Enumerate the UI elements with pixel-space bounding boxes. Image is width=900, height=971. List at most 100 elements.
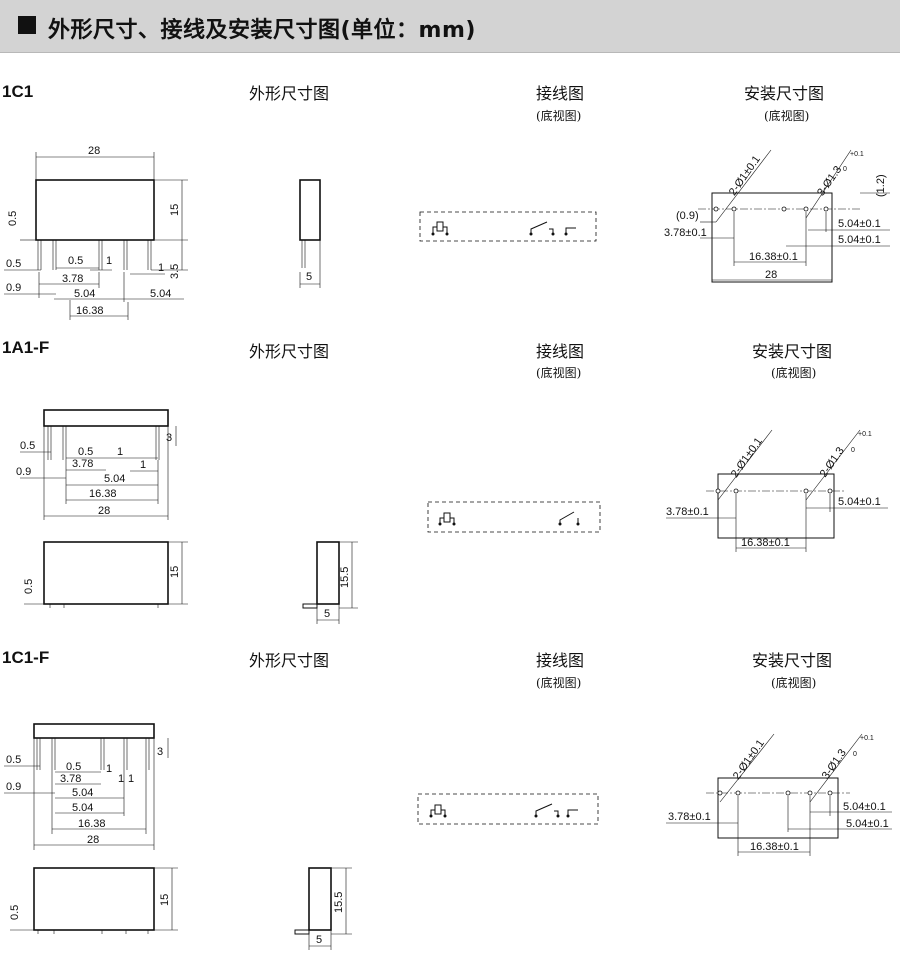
caption-bottom-view: (底视图) <box>536 366 582 380</box>
dim-side-height: 15.5 <box>333 892 345 913</box>
caption-mounting: 安装尺寸图 <box>752 342 833 361</box>
hole-b-tol-up: +0.1 <box>860 735 874 742</box>
side-view-1c1f: 15.5 5 <box>294 867 352 950</box>
side-view-1a1f: 15.5 5 <box>302 541 358 624</box>
caption-bottom-view: (底视图) <box>764 109 810 123</box>
caption-outline: 外形尺寸图 <box>249 84 330 103</box>
caption-bottom-view: (底视图) <box>771 366 817 380</box>
wiring-diagram-1c1 <box>419 211 597 242</box>
dim-1b: 1 <box>118 773 124 785</box>
caption-mounting: 安装尺寸图 <box>744 84 825 103</box>
dim-378: 3.78±0.1 <box>664 227 707 239</box>
dim-504: 5.04±0.1 <box>838 496 881 508</box>
dim-1638: 16.38±0.1 <box>741 537 790 549</box>
top-view-1a1f: 3 0.5 0.5 1 1 3.78 0.9 5.04 16.38 28 <box>16 409 177 520</box>
caption-wiring: 接线图 <box>536 342 585 361</box>
caption-mounting: 安装尺寸图 <box>752 651 833 670</box>
dim-09: 0.9 <box>6 282 21 294</box>
caption-outline: 外形尺寸图 <box>249 342 330 361</box>
dim-378: 3.78 <box>62 273 83 285</box>
dim-1638: 16.38±0.1 <box>749 251 798 263</box>
dim-05b: 0.5 <box>68 255 83 267</box>
dim-1c: 1 <box>128 773 134 785</box>
dim-height: 15 <box>169 566 181 578</box>
dim-1b: 1 <box>140 459 146 471</box>
mounting-diagram-1c1: 2-Ø1±0.1 3-Ø1.3 +0.1 0 (0.9) 3.78±0.1 (1… <box>664 149 890 283</box>
dim-504b: 5.04 <box>150 288 171 300</box>
caption-wiring: 接线图 <box>536 84 585 103</box>
dim-05: 0.5 <box>20 440 35 452</box>
dim-504a: 5.04 <box>74 288 95 300</box>
dim-504: 5.04 <box>104 473 125 485</box>
hole-b-label: 3-Ø1.3 <box>820 747 849 781</box>
dim-09: (0.9) <box>676 210 699 222</box>
hole-b-tol-up: +0.1 <box>850 151 864 158</box>
model-label-1a1f: 1A1-F <box>2 338 50 357</box>
dim-378: 3.78±0.1 <box>668 811 711 823</box>
hole-b-tol-dn: 0 <box>843 166 847 173</box>
dim-h05: 0.5 <box>9 905 21 920</box>
caption-bottom-view: (底视图) <box>771 676 817 690</box>
dim-height: 15 <box>159 894 171 906</box>
dim-width: 5 <box>306 271 312 283</box>
dim-504b: 5.04±0.1 <box>846 818 889 830</box>
dim-pin-length: 3.5 <box>169 264 181 279</box>
dim-1638: 16.38 <box>78 818 106 830</box>
dim-1638: 16.38 <box>89 488 117 500</box>
dim-504a: 5.04±0.1 <box>843 801 886 813</box>
caption-bottom-view: (底视图) <box>536 676 582 690</box>
dim-504a: 5.04±0.1 <box>838 218 881 230</box>
hole-b-tol-dn: 0 <box>853 751 857 758</box>
dim-length: 28 <box>88 145 100 157</box>
wiring-diagram-1a1f <box>427 501 601 533</box>
dim-width: 5 <box>324 608 330 620</box>
dim-3: 3 <box>157 746 163 758</box>
side-view-1c1: 5 <box>299 179 321 288</box>
dim-side-height: 15.5 <box>339 567 351 588</box>
square-bullet-icon <box>18 16 36 34</box>
dim-09: 0.9 <box>6 781 21 793</box>
front-view-1a1f: 15 0.5 <box>23 541 188 608</box>
dim-504b: 5.04 <box>72 802 93 814</box>
dim-05: 0.5 <box>6 754 21 766</box>
dim-1a: 1 <box>106 255 112 267</box>
mounting-diagram-1c1f: 2-Ø1±0.1 3-Ø1.3 +0.1 0 3.78±0.1 5.04±0.1… <box>666 733 892 856</box>
dim-pin-offset: 0.5 <box>7 211 19 226</box>
dim-1638: 16.38 <box>76 305 104 317</box>
dim-378: 3.78±0.1 <box>666 506 709 518</box>
dim-3: 3 <box>166 432 172 444</box>
dim-left-gap: 0.5 <box>6 258 21 270</box>
dim-1a: 1 <box>106 763 112 775</box>
dim-length: 28 <box>98 505 110 517</box>
dim-378: 3.78 <box>60 773 81 785</box>
hole-a-label: 2-Ø1±0.1 <box>729 436 765 480</box>
dim-1a: 1 <box>117 446 123 458</box>
section-header: 外形尺寸、接线及安装尺寸图(单位：mm) <box>0 0 900 53</box>
dim-05b: 0.5 <box>66 761 81 773</box>
hole-b-tol-dn: 0 <box>851 447 855 454</box>
caption-wiring: 接线图 <box>536 651 585 670</box>
top-view-1c1f: 3 0.5 0.5 1 1 1 3.78 0.9 5.04 5.04 16.38… <box>4 723 169 850</box>
dim-h05: 0.5 <box>23 579 35 594</box>
mounting-diagram-1a1f: 2-Ø1±0.1 2-Ø1.3 +0.1 0 3.78±0.1 5.04±0.1… <box>666 429 888 552</box>
dim-504b: 5.04±0.1 <box>838 234 881 246</box>
dim-09: 0.9 <box>16 466 31 478</box>
dim-length: 28 <box>765 269 777 281</box>
dim-1638: 16.38±0.1 <box>750 841 799 853</box>
dim-height: 15 <box>169 204 181 216</box>
hole-a-label: 2-Ø1±0.1 <box>727 154 763 198</box>
dim-05b: 0.5 <box>78 446 93 458</box>
front-view-1c1: 28 15 3.5 0.5 0.5 0.9 0.5 1 1 3.78 5.04 … <box>4 145 188 320</box>
dim-length: 28 <box>87 834 99 846</box>
caption-bottom-view: (底视图) <box>536 109 582 123</box>
dim-width: 5 <box>316 934 322 946</box>
wiring-diagram-1c1f <box>417 793 599 825</box>
hole-a-label: 2-Ø1±0.1 <box>731 738 767 782</box>
page-title: 外形尺寸、接线及安装尺寸图(单位：mm) <box>48 18 476 43</box>
dim-12: (1.2) <box>875 174 887 197</box>
dim-504a: 5.04 <box>72 787 93 799</box>
caption-outline: 外形尺寸图 <box>249 651 330 670</box>
model-label-1c1f: 1C1-F <box>2 648 50 667</box>
dim-1b: 1 <box>158 262 164 274</box>
